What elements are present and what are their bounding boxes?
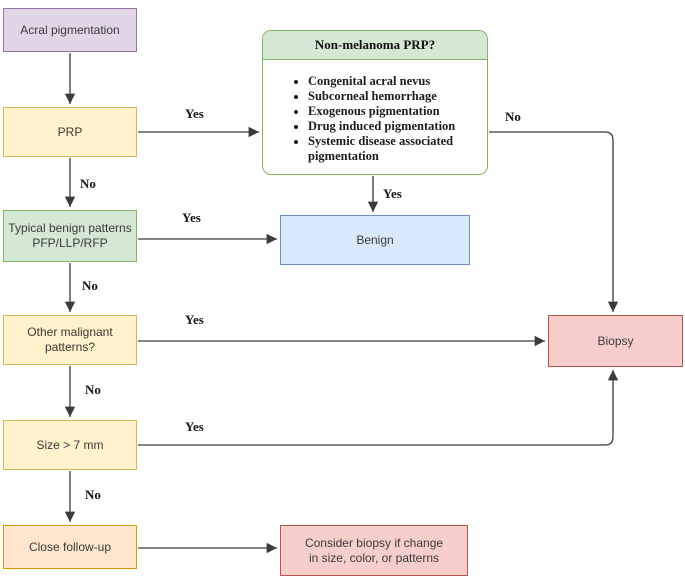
list-item: Congenital acral nevus	[308, 74, 487, 89]
node-typical-benign-patterns: Typical benign patterns PFP/LLP/RFP	[3, 210, 137, 262]
edge-label-no: No	[85, 382, 101, 397]
node-non-melanoma-prp: Non-melanoma PRP? Congenital acral nevus…	[262, 30, 488, 175]
node-acral-label: Acral pigmentation	[20, 22, 120, 37]
node-size-gt-7mm: Size > 7 mm	[3, 420, 137, 470]
edge-label-no: No	[505, 109, 521, 124]
node-acral-pigmentation: Acral pigmentation	[3, 8, 137, 52]
edge-nonmelanoma-to-biopsy	[489, 131, 619, 312]
edge-label-yes: Yes	[182, 210, 201, 225]
edge-label-yes: Yes	[185, 419, 204, 434]
node-prp: PRP	[3, 107, 137, 157]
node-close-follow-up: Close follow-up	[3, 525, 137, 569]
node-biopsy: Biopsy	[548, 315, 683, 367]
node-other-label: Other malignant patterns?	[27, 325, 113, 354]
node-close-label: Close follow-up	[28, 539, 112, 554]
list-item: Exogenous pigmentation	[308, 104, 487, 119]
edge-size-to-biopsy	[138, 370, 619, 446]
node-consider-label: Consider biopsy if change in size, color…	[304, 535, 444, 565]
node-other-malignant-patterns: Other malignant patterns?	[3, 315, 137, 365]
node-prp-label: PRP	[57, 124, 83, 139]
non-melanoma-title: Non-melanoma PRP?	[314, 37, 436, 52]
non-melanoma-header: Non-melanoma PRP?	[263, 31, 487, 60]
edge-label-no: No	[85, 487, 101, 502]
edge-label-yes: Yes	[383, 186, 402, 201]
list-item: Subcorneal hemorrhage	[308, 89, 487, 104]
non-melanoma-list: Congenital acral nevus Subcorneal hemorr…	[263, 74, 487, 163]
node-size-label: Size > 7 mm	[36, 437, 104, 452]
node-benign: Benign	[280, 215, 470, 265]
edge-label-yes: Yes	[185, 312, 204, 327]
list-item: Drug induced pigmentation	[308, 119, 487, 134]
list-item: Systemic disease associated pigmentation	[308, 134, 487, 163]
edge-label-no: No	[80, 176, 96, 191]
node-benign-label: Benign	[356, 232, 394, 247]
edge-label-no: No	[82, 278, 98, 293]
node-typical-label: Typical benign patterns PFP/LLP/RFP	[8, 221, 132, 250]
node-biopsy-label: Biopsy	[597, 333, 634, 348]
edge-label-yes: Yes	[185, 106, 204, 121]
node-consider-biopsy: Consider biopsy if change in size, color…	[280, 525, 468, 576]
